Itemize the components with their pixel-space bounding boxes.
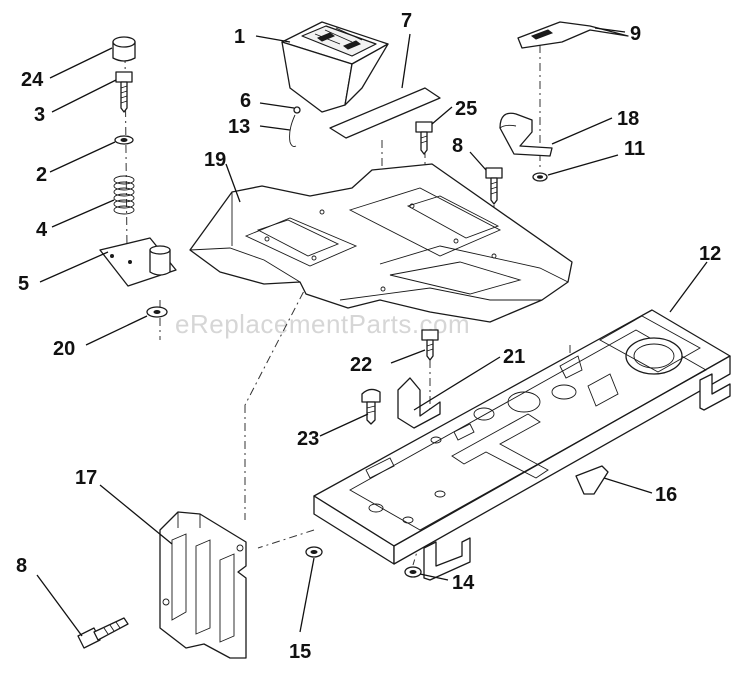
part-12-frame (313, 309, 731, 581)
callout-6: 6 (240, 90, 251, 112)
part-6-pin (293, 106, 301, 114)
callout-22: 22 (350, 354, 372, 376)
callout-labels: 1 7 9 24 3 6 25 13 18 8 2 11 19 4 12 5 2… (16, 10, 721, 663)
callout-7: 7 (401, 10, 412, 32)
part-19-deck-panel (189, 163, 573, 323)
part-13-wire (289, 114, 297, 147)
part-1-tray (281, 21, 389, 113)
part-15-nut (305, 546, 323, 558)
watermark-text: eReplacementParts.com (175, 309, 470, 339)
callout-21: 21 (503, 346, 525, 368)
callout-12: 12 (699, 243, 721, 265)
part-25-bolt (415, 121, 433, 155)
part-16-tab (575, 465, 609, 495)
callout-8-upper: 8 (452, 135, 463, 157)
callout-9: 9 (630, 23, 641, 45)
callout-20: 20 (53, 338, 75, 360)
part-9-clip (517, 21, 629, 49)
part-24-cap (112, 36, 136, 62)
part-7-decal (329, 87, 441, 139)
callout-5: 5 (18, 273, 29, 295)
callout-13: 13 (228, 116, 250, 138)
callout-2: 2 (36, 164, 47, 186)
callout-4: 4 (36, 219, 48, 241)
callout-16: 16 (655, 484, 677, 506)
part-23-carriage-bolt (361, 388, 381, 425)
callout-19: 19 (204, 149, 226, 171)
callout-8-lower: 8 (16, 555, 27, 577)
part-11-nut (532, 172, 548, 182)
part-3-bolt (115, 71, 133, 113)
part-5-bracket (99, 237, 177, 287)
part-2-washer (114, 135, 134, 145)
callout-11: 11 (624, 138, 645, 160)
callout-15: 15 (289, 641, 311, 663)
part-8-bolt-lower (77, 617, 129, 649)
part-22-bolt (421, 329, 439, 361)
callout-17: 17 (75, 467, 97, 489)
part-14-nut (404, 566, 422, 578)
part-8-bolt-upper (485, 167, 503, 205)
part-18-bracket (499, 112, 553, 157)
part-20-washer (146, 306, 168, 318)
leader-lines (36, 27, 708, 637)
part-4-spring (113, 175, 135, 215)
callout-24: 24 (21, 69, 44, 91)
part-21-bracket (397, 377, 441, 429)
callout-3: 3 (34, 104, 45, 126)
callout-1: 1 (234, 26, 245, 48)
callout-23: 23 (297, 428, 319, 450)
callout-25: 25 (455, 98, 477, 120)
callout-18: 18 (617, 108, 639, 130)
part-17-side-plate (159, 511, 247, 659)
callout-14: 14 (452, 572, 475, 594)
